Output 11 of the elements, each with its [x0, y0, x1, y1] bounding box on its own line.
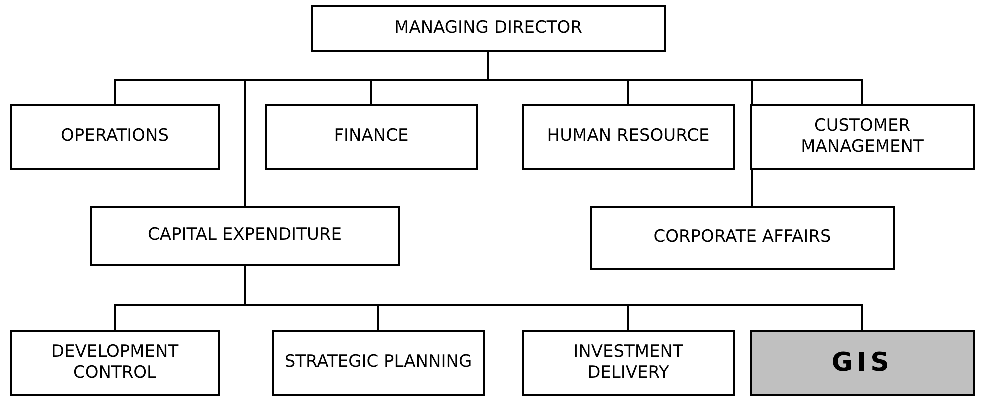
org-box: INVESTMENT DELIVERY	[522, 330, 735, 396]
org-box: STRATEGIC PLANNING	[272, 330, 485, 396]
org-box: CORPORATE AFFAIRS	[590, 206, 895, 270]
org-box: MANAGING DIRECTOR	[311, 5, 666, 52]
org-box: OPERATIONS	[10, 104, 220, 170]
org-box: HUMAN RESOURCE	[522, 104, 735, 170]
org-box: GIS	[750, 330, 975, 396]
org-box: DEVELOPMENT CONTROL	[10, 330, 220, 396]
org-box: CAPITAL EXPENDITURE	[90, 206, 400, 266]
org-box: FINANCE	[265, 104, 478, 170]
org-box: CUSTOMER MANAGEMENT	[750, 104, 975, 170]
